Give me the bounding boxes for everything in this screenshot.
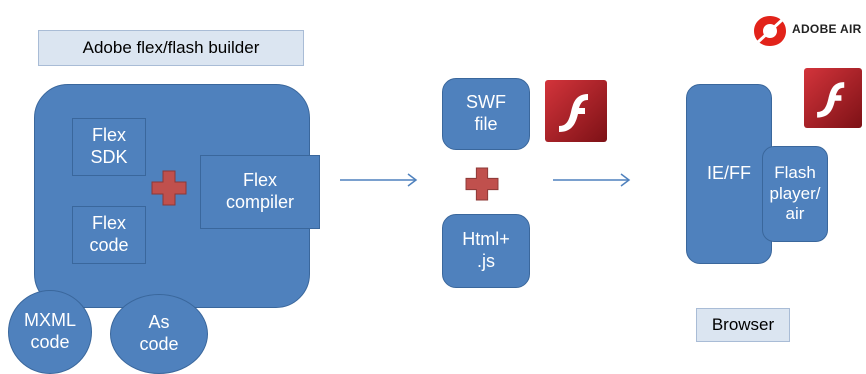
html-js-box: Html+ .js <box>442 214 530 288</box>
air-icon <box>754 16 786 46</box>
flex-compiler-box: Flex compiler <box>200 155 320 229</box>
flash-player-air-box: Flash player/ air <box>762 146 828 242</box>
ie-ff-box: IE/FF <box>686 84 772 264</box>
swf-file-box: SWF file <box>442 78 530 150</box>
mxml-code-circle: MXML code <box>8 290 92 374</box>
adobe-air-logo: ADOBE AIR <box>752 12 866 52</box>
flash-logo-icon <box>545 80 607 142</box>
adobe-air-logo-text: ADOBE AIR <box>792 22 862 36</box>
plus-icon <box>151 170 187 206</box>
arrow-right-icon <box>553 173 631 187</box>
builder-title: Adobe flex/flash builder <box>38 30 304 66</box>
flex-code-box: Flex code <box>72 206 146 264</box>
flash-logo-icon <box>804 68 862 128</box>
plus-icon <box>465 167 499 201</box>
browser-label: Browser <box>696 308 790 342</box>
flex-sdk-box: Flex SDK <box>72 118 146 176</box>
arrow-right-icon <box>340 173 418 187</box>
as-code-circle: As code <box>110 294 208 374</box>
